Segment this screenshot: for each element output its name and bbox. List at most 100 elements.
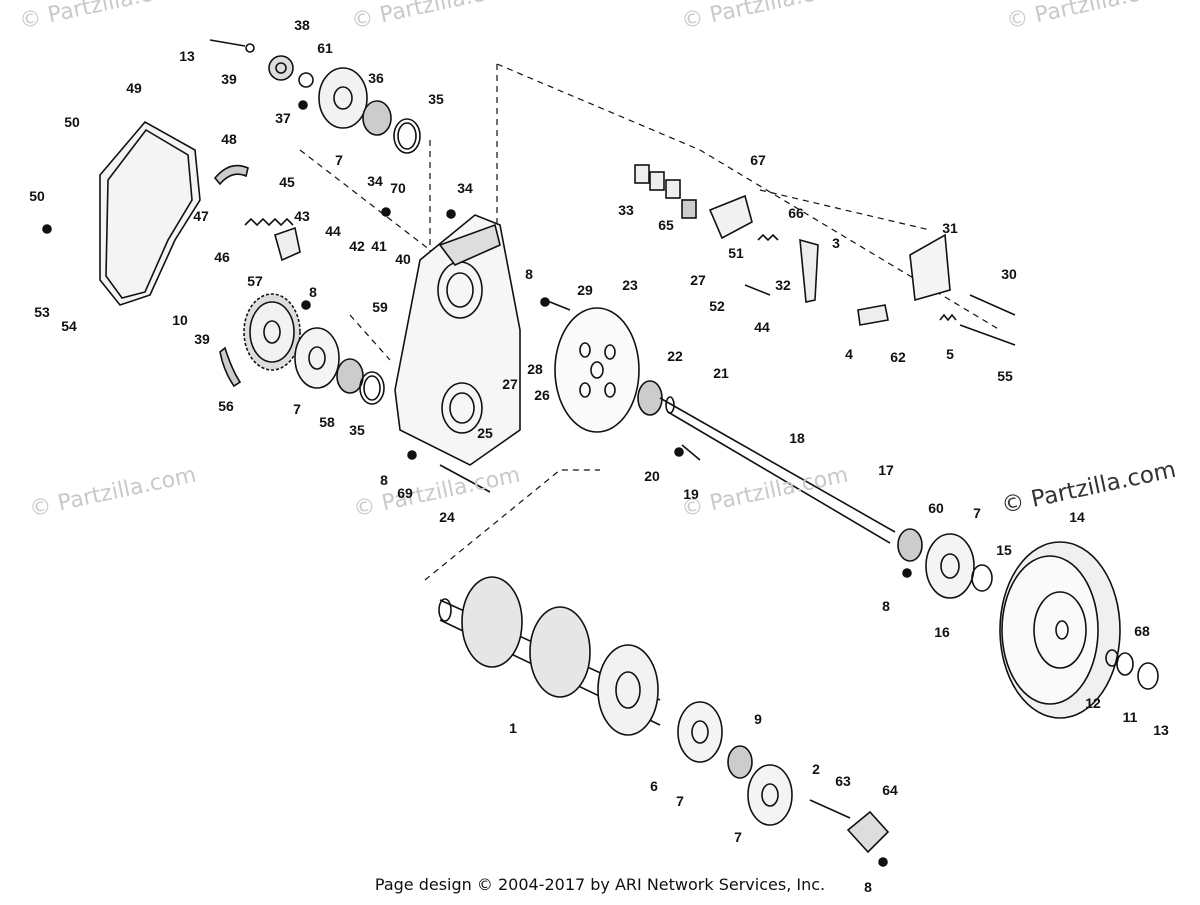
callout-36: 36 (368, 70, 384, 86)
callout-9: 9 (754, 711, 762, 727)
callout-8: 8 (380, 472, 388, 488)
callout-5: 5 (946, 346, 954, 362)
brake-pads (634, 164, 957, 326)
callout-46: 46 (214, 249, 230, 265)
callout-17: 17 (878, 462, 894, 478)
callout-44: 44 (754, 319, 770, 335)
callout-8: 8 (864, 879, 872, 895)
callout-6: 6 (650, 778, 658, 794)
callout-13: 13 (1153, 722, 1169, 738)
callout-64: 64 (882, 782, 898, 798)
callout-3: 3 (832, 235, 840, 251)
callout-60: 60 (928, 500, 944, 516)
callout-39: 39 (194, 331, 210, 347)
callout-8: 8 (525, 266, 533, 282)
callout-7: 7 (676, 793, 684, 809)
drive-shaft (659, 396, 896, 544)
callout-35: 35 (349, 422, 365, 438)
callout-55: 55 (997, 368, 1013, 384)
large-sprocket (243, 293, 301, 371)
callout-67: 67 (750, 152, 766, 168)
callout-56: 56 (218, 398, 234, 414)
tensioner-block (274, 226, 301, 262)
callout-27: 27 (690, 272, 706, 288)
callout-29: 29 (577, 282, 593, 298)
callout-45: 45 (279, 174, 295, 190)
callout-70: 70 (390, 180, 406, 196)
callout-7: 7 (335, 152, 343, 168)
callout-7: 7 (973, 505, 981, 521)
callout-61: 61 (317, 40, 333, 56)
callout-52: 52 (709, 298, 725, 314)
callout-69: 69 (397, 485, 413, 501)
callout-26: 26 (534, 387, 550, 403)
callout-40: 40 (395, 251, 411, 267)
callout-49: 49 (126, 80, 142, 96)
callout-7: 7 (293, 401, 301, 417)
callout-22: 22 (667, 348, 683, 364)
chain-guide-upper (213, 164, 249, 186)
callout-58: 58 (319, 414, 335, 430)
callout-16: 16 (934, 624, 950, 640)
callout-20: 20 (644, 468, 660, 484)
callout-11: 11 (1122, 709, 1138, 725)
callout-31: 31 (942, 220, 958, 236)
callout-37: 37 (275, 110, 291, 126)
callout-41: 41 (371, 238, 387, 254)
callout-25: 25 (477, 425, 493, 441)
callout-51: 51 (728, 245, 744, 261)
chain-case-cover (99, 120, 201, 306)
top-sprocket (209, 39, 421, 154)
footer-copyright: Page design © 2004-2017 by ARI Network S… (374, 875, 826, 894)
callout-34: 34 (457, 180, 473, 196)
callout-62: 62 (890, 349, 906, 365)
dashed-alignment-lines (299, 63, 1001, 581)
tension-spring (244, 217, 294, 227)
callout-48: 48 (221, 131, 237, 147)
callout-39: 39 (221, 71, 237, 87)
callout-8: 8 (309, 284, 317, 300)
callout-27: 27 (502, 376, 518, 392)
callout-38: 38 (294, 17, 310, 33)
callout-66: 66 (788, 205, 804, 221)
callout-19: 19 (683, 486, 699, 502)
callout-14: 14 (1069, 509, 1085, 525)
driven-pulley (999, 541, 1121, 719)
callout-32: 32 (775, 277, 791, 293)
callout-43: 43 (294, 208, 310, 224)
callout-1: 1 (509, 720, 517, 736)
callout-2: 2 (812, 761, 820, 777)
callout-44: 44 (325, 223, 341, 239)
callout-10: 10 (172, 312, 188, 328)
callout-23: 23 (622, 277, 638, 293)
callout-34: 34 (367, 173, 383, 189)
callout-21: 21 (713, 365, 729, 381)
callout-15: 15 (996, 542, 1012, 558)
callout-24: 24 (439, 509, 455, 525)
callout-12: 12 (1085, 695, 1101, 711)
callout-4: 4 (845, 346, 853, 362)
callout-33: 33 (618, 202, 634, 218)
callout-8: 8 (882, 598, 890, 614)
brake-disc (554, 307, 640, 433)
chain-guide-lower (219, 346, 242, 388)
callout-28: 28 (527, 361, 543, 377)
callout-42: 42 (349, 238, 365, 254)
callout-57: 57 (247, 273, 263, 289)
callout-53: 53 (34, 304, 50, 320)
callout-13: 13 (179, 48, 195, 64)
callout-30: 30 (1001, 266, 1017, 282)
callout-59: 59 (372, 299, 388, 315)
callout-54: 54 (61, 318, 77, 334)
callout-18: 18 (789, 430, 805, 446)
callout-47: 47 (193, 208, 209, 224)
callout-65: 65 (658, 217, 674, 233)
gear-case (394, 214, 521, 466)
callout-7: 7 (734, 829, 742, 845)
callout-35: 35 (428, 91, 444, 107)
callout-50: 50 (64, 114, 80, 130)
callout-68: 68 (1134, 623, 1150, 639)
callout-50: 50 (29, 188, 45, 204)
callout-63: 63 (835, 773, 851, 789)
